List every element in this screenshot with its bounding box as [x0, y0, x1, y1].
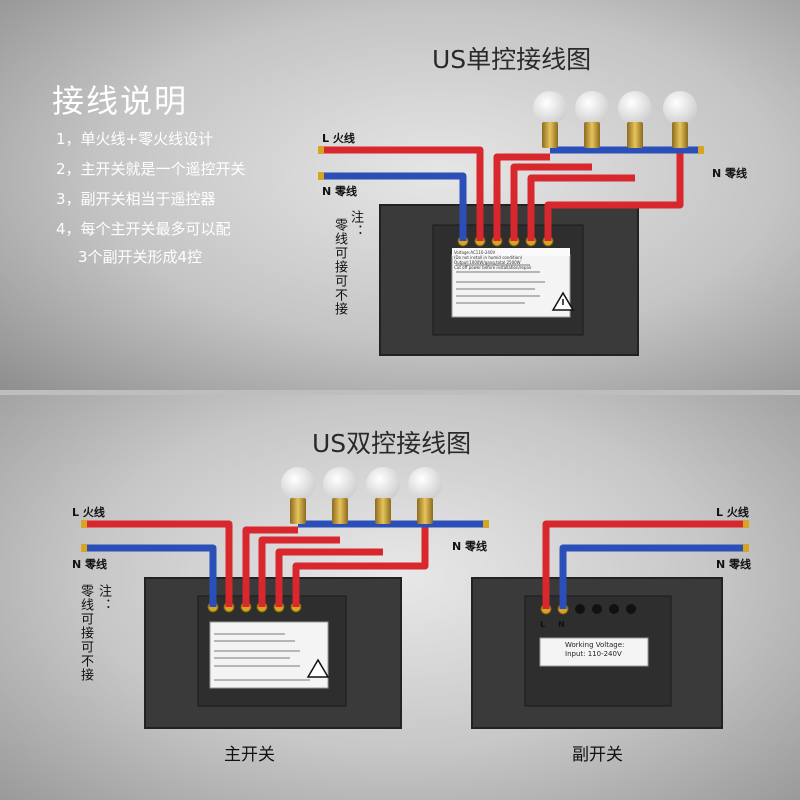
- main-l-wire-end: [81, 520, 87, 528]
- note-4: 4，每个主开关最多可以配: [56, 220, 231, 238]
- main-n-mid-wire-end: [483, 520, 489, 528]
- single-l-label: L 火线: [322, 132, 355, 145]
- main-n-wire-end: [81, 544, 87, 552]
- sub-terminal-n: N: [558, 620, 565, 629]
- main-live-wires: [85, 520, 429, 607]
- main-switch-caption: 主开关: [224, 745, 275, 765]
- main-spec-label: [209, 621, 330, 689]
- sub-n-wire-end: [743, 544, 749, 552]
- main-neutral-wires: [85, 520, 485, 607]
- single-bulb-1: [533, 91, 567, 148]
- note-1: 1，单火线+零火线设计: [56, 130, 214, 148]
- single-note-body: 零线可接可不接: [332, 218, 347, 316]
- sub-l-wire-end: [743, 520, 749, 528]
- single-n-right-wire-end: [698, 146, 704, 154]
- single-spec-label: [451, 248, 575, 318]
- single-neutral-wires: [322, 146, 700, 241]
- sub-switch-caption: 副开关: [572, 745, 623, 765]
- single-bulb-4: [663, 91, 697, 148]
- note-5: 3个副开关形成4控: [78, 248, 203, 266]
- double-n-mid-label: N 零线: [452, 540, 488, 553]
- double-l-label: L 火线: [72, 506, 105, 519]
- sub-terminal-l: L: [540, 620, 546, 629]
- double-n-label: N 零线: [72, 558, 108, 571]
- intro-title: 接线说明: [52, 82, 189, 120]
- sub-switch-body: [471, 577, 723, 729]
- single-l-wire-end: [318, 146, 324, 154]
- single-spec-text: Voltage:AC110-240V (Do not install in hu…: [454, 250, 532, 270]
- sub-live-wire: [542, 520, 745, 609]
- single-n-label: N 零线: [322, 185, 358, 198]
- single-live-wires: [322, 146, 684, 241]
- double-note-body: 零线可接可不接: [78, 584, 93, 682]
- sub-neutral-wire: [559, 544, 745, 609]
- single-note-head: 注：: [348, 210, 363, 238]
- double-title: US双控接线图: [312, 429, 472, 458]
- note-2: 2，主开关就是一个遥控开关: [56, 160, 246, 178]
- double-bulb-1: [281, 467, 315, 524]
- double-note-head: 注：: [96, 584, 111, 612]
- double-bulb-4: [408, 467, 442, 524]
- double-l-right-label: L 火线: [716, 506, 749, 519]
- single-n-wire-end: [318, 172, 324, 180]
- double-n-right-label: N 零线: [716, 558, 752, 571]
- single-title: US单控接线图: [432, 45, 592, 74]
- double-bulb-3: [366, 467, 400, 524]
- note-3: 3，副开关相当于遥控器: [56, 190, 216, 208]
- double-bulb-2: [323, 467, 357, 524]
- sub-spec-text: Working Voltage: Input: 110-240V: [565, 641, 625, 658]
- single-bulb-3: [618, 91, 652, 148]
- single-n-right-label: N 零线: [712, 167, 748, 180]
- single-bulb-2: [575, 91, 609, 148]
